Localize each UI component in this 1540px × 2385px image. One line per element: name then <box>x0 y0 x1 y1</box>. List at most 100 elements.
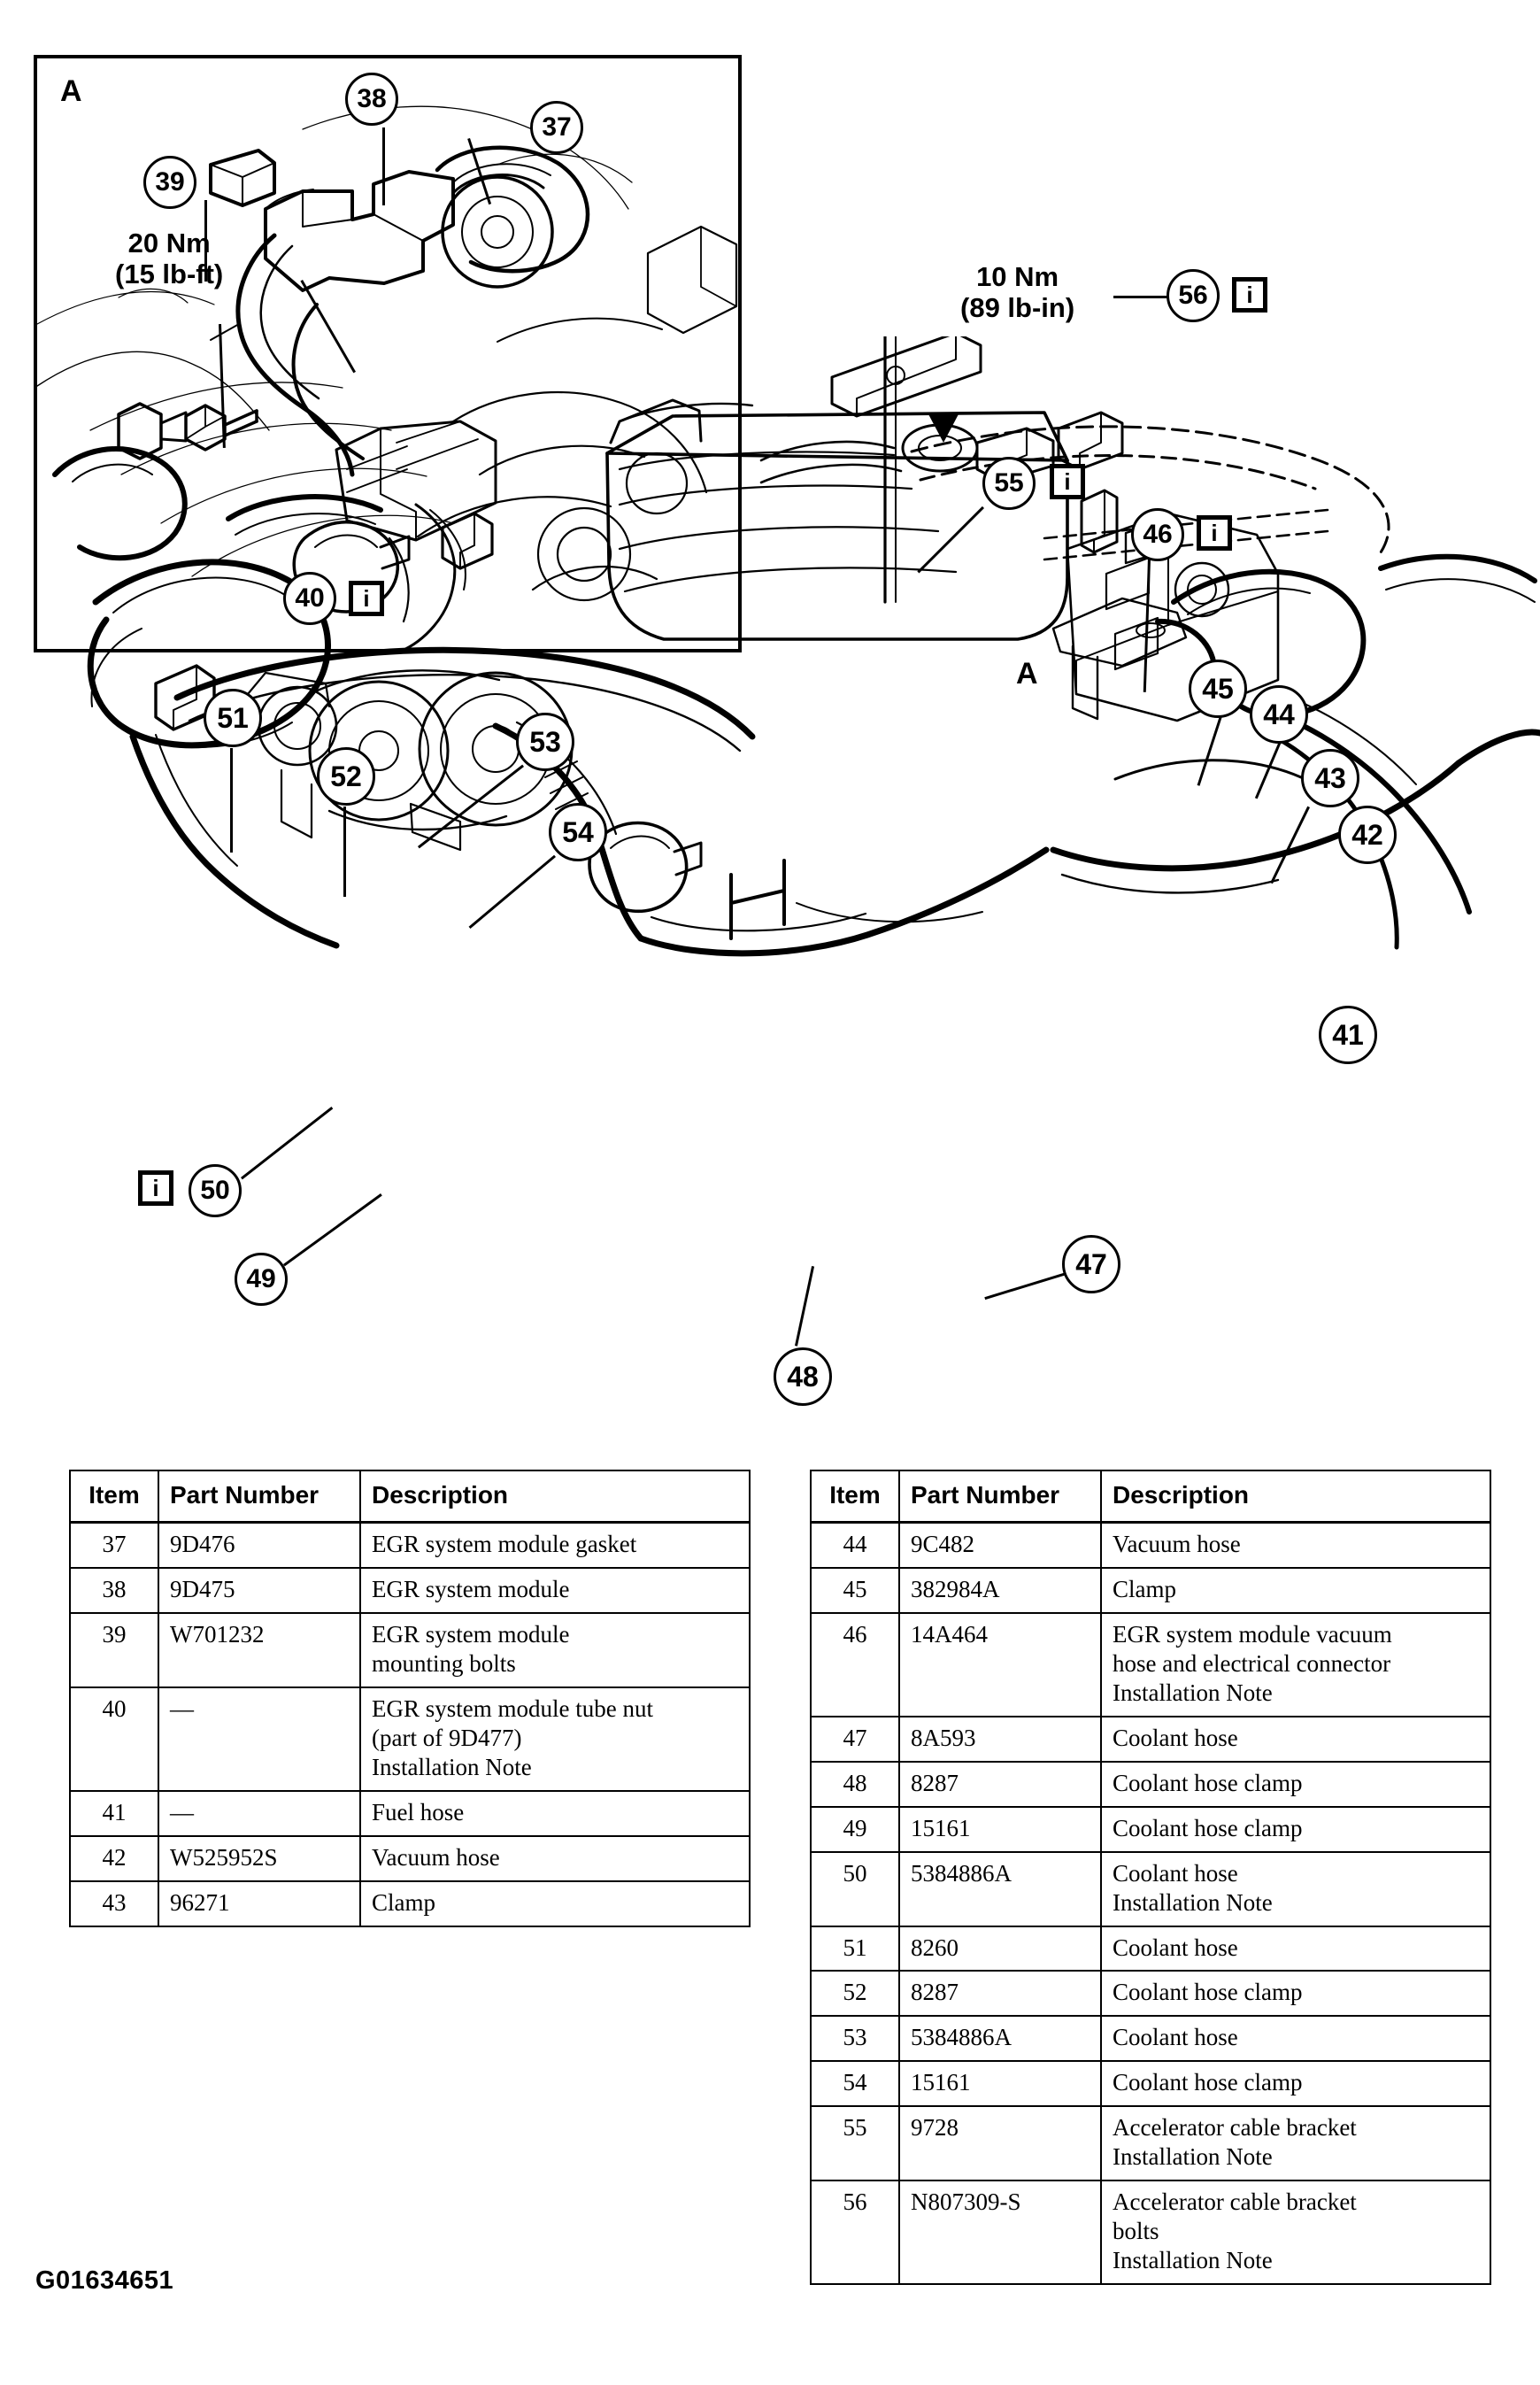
cell-item: 49 <box>810 1805 900 1853</box>
table-left-header-desc: Description <box>359 1470 751 1524</box>
cell-item: 37 <box>69 1521 159 1570</box>
main-label-a: A <box>1016 657 1038 691</box>
cell-desc: Coolant hose clamp <box>1100 2060 1491 2108</box>
info-icon-50[interactable]: i <box>138 1170 173 1206</box>
callout-39-label: 39 <box>155 167 185 197</box>
callout-50[interactable]: 50 <box>189 1164 242 1217</box>
info-icon-50-glyph: i <box>152 1174 159 1201</box>
cell-part: 8260 <box>898 1925 1102 1972</box>
table-row: 56 N807309-S Accelerator cable bracket b… <box>810 2180 1491 2285</box>
callout-43[interactable]: 43 <box>1301 749 1359 807</box>
callout-38-label: 38 <box>357 84 387 113</box>
cell-item: 55 <box>810 2105 900 2182</box>
cell-item: 45 <box>810 1567 900 1615</box>
cell-item: 40 <box>69 1686 159 1792</box>
cell-part: 15161 <box>898 1805 1102 1853</box>
callout-53[interactable]: 53 <box>516 713 574 771</box>
callout-41[interactable]: 41 <box>1319 1006 1377 1064</box>
cell-desc: EGR system module mounting bolts <box>359 1612 751 1688</box>
callout-37-label: 37 <box>542 112 572 142</box>
table-row: 51 8260 Coolant hose <box>810 1925 1491 1972</box>
cell-part: 8287 <box>898 1760 1102 1808</box>
cell-item: 42 <box>69 1834 159 1882</box>
callout-47[interactable]: 47 <box>1062 1235 1120 1293</box>
cell-part: 382984A <box>898 1567 1102 1615</box>
table-left-body: 37 9D476 EGR system module gasket 38 9D4… <box>69 1521 751 1927</box>
callout-46[interactable]: 46 <box>1131 508 1184 561</box>
cell-desc: EGR system module <box>359 1567 751 1615</box>
callout-40-label: 40 <box>295 583 325 613</box>
callout-56[interactable]: 56 <box>1167 269 1220 322</box>
info-icon-56-glyph: i <box>1246 281 1253 308</box>
cell-item: 41 <box>69 1789 159 1837</box>
cell-part: 96271 <box>158 1879 361 1927</box>
inset-label-a: A <box>60 74 82 108</box>
cell-part: 9C482 <box>898 1521 1102 1570</box>
table-row: 44 9C482 Vacuum hose <box>810 1521 1491 1570</box>
callout-42-label: 42 <box>1351 818 1383 851</box>
callout-51-label: 51 <box>217 701 249 734</box>
callout-55-label: 55 <box>994 468 1024 498</box>
cell-item: 43 <box>69 1879 159 1927</box>
cell-part: 5384886A <box>898 1850 1102 1927</box>
table-left-header-part: Part Number <box>158 1470 361 1524</box>
table-row: 47 8A593 Coolant hose <box>810 1715 1491 1763</box>
callout-53-label: 53 <box>529 725 561 758</box>
leader-line-52 <box>343 807 346 897</box>
callout-52[interactable]: 52 <box>317 747 375 806</box>
callout-38[interactable]: 38 <box>345 73 398 126</box>
table-right-header-item: Item <box>810 1470 900 1524</box>
callout-37[interactable]: 37 <box>530 101 583 154</box>
table-row: 48 8287 Coolant hose clamp <box>810 1760 1491 1808</box>
cell-item: 46 <box>810 1612 900 1717</box>
callout-56-label: 56 <box>1178 281 1208 310</box>
table-row: 53 5384886A Coolant hose <box>810 2015 1491 2063</box>
inset-engine-linework <box>37 105 738 602</box>
info-icon-46[interactable]: i <box>1197 515 1232 551</box>
table-row: 40 — EGR system module tube nut (part of… <box>69 1686 751 1792</box>
leader-line-56 <box>1113 296 1168 298</box>
callout-48[interactable]: 48 <box>774 1347 832 1406</box>
callout-41-label: 41 <box>1332 1018 1364 1051</box>
table-right-body: 44 9C482 Vacuum hose 45 382984A Clamp 46… <box>810 1521 1491 2285</box>
callout-54[interactable]: 54 <box>549 803 607 861</box>
cell-part: 8287 <box>898 1970 1102 2018</box>
cell-part: 9D475 <box>158 1567 361 1615</box>
callout-45[interactable]: 45 <box>1189 660 1247 718</box>
callout-43-label: 43 <box>1314 761 1346 794</box>
table-row: 50 5384886A Coolant hose Installation No… <box>810 1850 1491 1927</box>
table-row: 38 9D475 EGR system module <box>69 1567 751 1615</box>
view-a-arrow <box>928 413 959 443</box>
info-icon-56[interactable]: i <box>1232 277 1267 313</box>
cell-desc: Accelerator cable bracket bolts Installa… <box>1100 2180 1491 2285</box>
callout-40[interactable]: 40 <box>283 572 336 625</box>
callout-44[interactable]: 44 <box>1250 685 1308 744</box>
callout-45-label: 45 <box>1202 672 1234 705</box>
table-right-header-desc: Description <box>1100 1470 1491 1524</box>
callout-55[interactable]: 55 <box>982 457 1036 510</box>
callout-39[interactable]: 39 <box>143 156 196 209</box>
table-left-header-item: Item <box>69 1470 159 1524</box>
table-row: 54 15161 Coolant hose clamp <box>810 2060 1491 2108</box>
cell-item: 53 <box>810 2015 900 2063</box>
table-row: 43 96271 Clamp <box>69 1879 751 1927</box>
cell-part: — <box>158 1686 361 1792</box>
info-icon-55[interactable]: i <box>1050 464 1085 499</box>
table-row: 49 15161 Coolant hose clamp <box>810 1805 1491 1853</box>
cell-desc: Coolant hose <box>1100 1925 1491 1972</box>
table-row: 37 9D476 EGR system module gasket <box>69 1521 751 1570</box>
callout-49[interactable]: 49 <box>235 1253 288 1306</box>
callout-42[interactable]: 42 <box>1338 806 1397 864</box>
info-icon-40[interactable]: i <box>349 581 384 616</box>
cell-desc: Vacuum hose <box>1100 1521 1491 1570</box>
cell-part: 9728 <box>898 2105 1102 2182</box>
cell-desc: Vacuum hose <box>359 1834 751 1882</box>
table-row: 42 W525952S Vacuum hose <box>69 1834 751 1882</box>
callout-51[interactable]: 51 <box>204 689 262 747</box>
table-left-header-row: Item Part Number Description <box>69 1470 751 1524</box>
cell-item: 51 <box>810 1925 900 1972</box>
cell-item: 56 <box>810 2180 900 2285</box>
cell-item: 39 <box>69 1612 159 1688</box>
cell-part: 5384886A <box>898 2015 1102 2063</box>
cell-part: W701232 <box>158 1612 361 1688</box>
